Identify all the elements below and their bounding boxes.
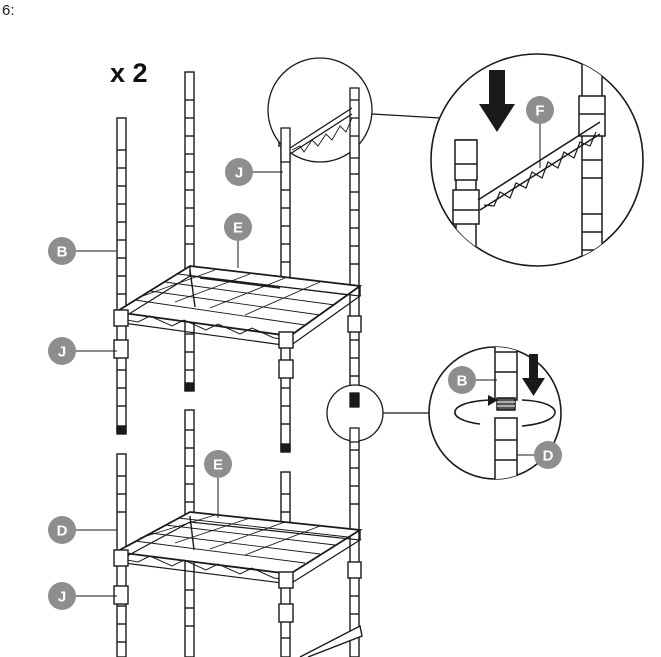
wire-shelf-upper xyxy=(113,265,363,379)
down-arrow-icon xyxy=(479,70,515,132)
detail-post-join xyxy=(428,346,562,480)
callout-f-detail: F xyxy=(526,96,554,124)
callout-d-label: D xyxy=(543,448,554,465)
callout-e-label: E xyxy=(213,457,223,474)
lower-shelf-unit xyxy=(113,409,363,657)
callout-j-top: J xyxy=(225,158,253,186)
wire-shelf-lower xyxy=(113,511,363,623)
leader-lines xyxy=(75,122,541,597)
detail-shelf-clip xyxy=(430,53,644,267)
callout-j-label: J xyxy=(58,344,66,361)
step-number: 6: xyxy=(2,2,15,19)
callout-b-main: B xyxy=(48,237,76,265)
callout-b-label: B xyxy=(457,373,468,390)
callout-d-label: D xyxy=(57,523,68,540)
third-shelf-edge xyxy=(299,624,363,657)
upper-shelf-unit xyxy=(113,71,363,453)
callout-b-label: B xyxy=(57,244,68,261)
callout-b-detail: B xyxy=(448,366,476,394)
post-left-front xyxy=(116,117,127,435)
callout-e-label: E xyxy=(233,220,243,237)
callout-j-mid: J xyxy=(48,337,76,365)
zoom-source-top xyxy=(267,57,441,163)
callout-j-label: J xyxy=(58,589,66,606)
callout-j-bottom: J xyxy=(48,582,76,610)
post-left-back xyxy=(184,71,195,392)
callout-f-label: F xyxy=(535,103,544,120)
small-down-arrow-icon xyxy=(522,354,545,396)
quantity-label: x 2 xyxy=(110,58,148,88)
callout-e-top: E xyxy=(224,213,252,241)
zoom-source-bottom xyxy=(326,384,430,443)
callout-d-detail: D xyxy=(534,441,562,469)
rotation-arrow-icon xyxy=(454,399,491,425)
lower-post-right-back xyxy=(347,427,362,657)
callout-j-label: J xyxy=(235,165,243,182)
callout-d-main: D xyxy=(48,516,76,544)
callout-e-bottom: E xyxy=(204,450,232,478)
